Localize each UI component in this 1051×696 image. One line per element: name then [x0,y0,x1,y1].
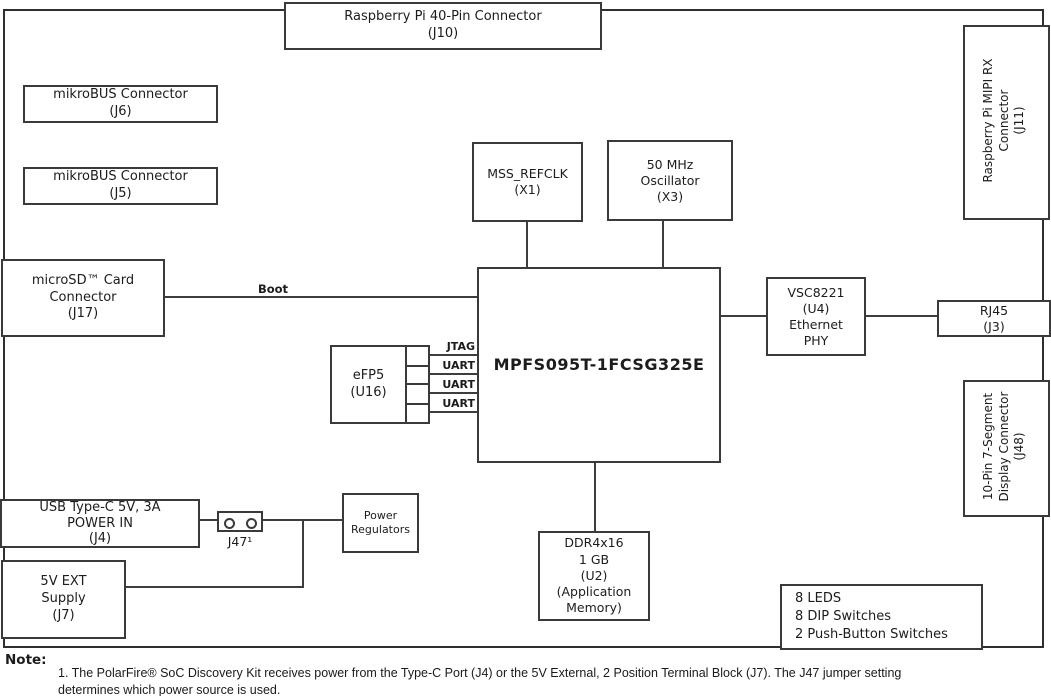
wire-j7-to-junction [126,586,304,588]
box-label-line: (J3) [983,318,1005,334]
box-label-line: (J17) [67,306,99,322]
wire-j4-to-j47 [200,519,217,521]
box-label-line: microSD™ Card [31,273,135,289]
box-label-line: (J6) [109,104,132,119]
pin-divider [407,365,428,367]
box-label-line: DDR4x16 [564,535,624,551]
box-label-line: Connector [49,289,117,305]
box-label-line: Regulators [351,523,410,536]
uart-label-2: UART [442,378,475,391]
pin-divider [407,403,428,405]
box-label-line: (J10) [427,26,459,41]
uart-label-3: UART [442,397,475,410]
box-label-line: Oscillator [640,172,700,188]
box-label-line: (Application [556,584,632,600]
box-label-line: (J11) [1012,106,1027,135]
wire-uart2 [430,392,477,394]
box-label-line: PHY [803,332,829,348]
box-label-line: POWER IN [67,515,133,531]
jtag-label: JTAG [446,340,475,353]
wire-vsc-to-rj45 [866,315,937,317]
box-label-line: (X3) [656,188,684,204]
box-label-line: Display Connector [996,391,1011,502]
box-label-line: 8 DIP Switches [795,609,891,625]
mss-refclk-box: MSS_REFCLK(X1) [472,142,583,222]
uart-label-1: UART [442,359,475,372]
box-label-line: RJ45 [979,302,1009,318]
box-label-line: 5V EXT [40,574,87,590]
box-label-line: 2 Push-Button Switches [795,626,948,642]
box-label-line: Connector [996,89,1011,152]
note-text-line1: 1. The PolarFire® SoC Discovery Kit rece… [58,666,902,680]
box-label-line: Ethernet [789,316,843,332]
efp5-pin-column [405,345,430,424]
box-label-line: (J7) [52,607,75,623]
wire-x1-to-soc [526,222,528,267]
box-label-line: Raspberry Pi 40-Pin Connector [344,9,542,25]
wire-uart3 [430,411,477,413]
note-heading: Note: [5,652,47,668]
box-label-line: (X1) [514,182,541,197]
box-label-line: Raspberry Pi MIPI RX [981,58,996,183]
wire-uart1 [430,373,477,375]
box-label-line: (U16) [350,384,387,400]
boot-label: Boot [257,282,289,296]
box-label-line: 1 GB [578,551,610,567]
note-text-line2: determines which power source is used. [58,683,281,696]
box-label-line: MSS_REFCLK [487,166,568,181]
jumper-pin-icon [224,518,235,529]
box-label-line: mikroBUS Connector [53,87,188,103]
j47-label: J47¹ [227,534,253,549]
box-label-line: Power [363,508,398,522]
mikrobus-connector-j6-box: mikroBUS Connector(J6) [23,85,218,123]
box-label-line: USB Type-C 5V, 3A [39,500,161,516]
box-label-line: VSC8221 [787,284,845,300]
box-label-line: Supply [41,591,86,607]
wire-jtag [430,354,477,356]
wire-x3-to-soc [662,221,664,267]
box-label-line: MPFS095T-1FCSG325E [493,354,705,374]
wire-boot [165,296,477,298]
jumper-pin-icon [246,518,257,529]
box-label-line: eFP5 [352,367,385,383]
mpfs-soc-fpga-box: MPFS095T-1FCSG325E [477,267,721,463]
box-label-line: (U2) [580,567,608,583]
box-label-line: (J48) [1012,432,1027,461]
wire-soc-to-vsc [721,315,766,317]
box-label-line: 8 LEDS [795,591,842,607]
wire-junction-vert [302,519,304,588]
box-label-line: Memory) [566,600,622,616]
pin-divider [407,383,428,385]
efp5-programmer-box: eFP5(U16) [330,345,407,424]
box-label-line: mikroBUS Connector [53,169,188,185]
box-label-line: (J5) [109,186,132,201]
j47-jumper [217,511,263,532]
box-label-line: 50 MHz [646,156,694,172]
box-label-line: 10-Pin 7-Segment [981,392,996,501]
mikrobus-connector-j5-box: mikroBUS Connector(J5) [23,167,218,205]
box-label-line: (J4) [88,531,112,547]
box-label-line: (U4) [802,300,830,316]
rj45-connector-box: RJ45(J3) [937,300,1051,337]
raspberry-pi-40pin-connector-box: Raspberry Pi 40-Pin Connector(J10) [284,2,602,50]
wire-soc-to-ddr [594,463,596,531]
